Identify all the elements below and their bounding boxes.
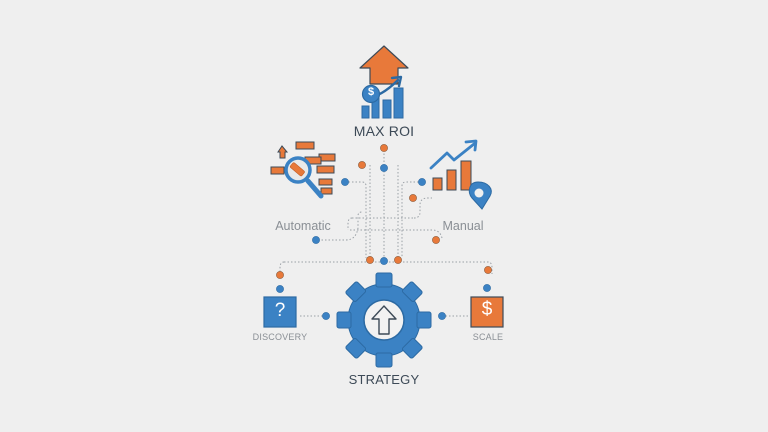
node-label-scale: SCALE: [472, 332, 504, 342]
discovery-box: [263, 296, 297, 328]
node-label-automatic: Automatic: [275, 219, 331, 233]
question-mark-icon: ?: [274, 300, 286, 321]
node-label-strategy: STRATEGY: [348, 372, 420, 387]
node-label-manual: Manual: [442, 219, 484, 233]
bar-chart-location-icon: [429, 139, 492, 210]
connector-lines: [279, 150, 493, 317]
dollar-icon: $: [481, 299, 493, 320]
magnifier-search-icon: [270, 141, 336, 199]
scale-box: [470, 296, 504, 328]
node-label-max-roi: MAX ROI: [353, 123, 415, 139]
roi-coin-dollar-glyph: $: [367, 86, 375, 98]
roi-growth-icon: [359, 45, 409, 119]
connector-dots: [276, 144, 492, 320]
gear-arrow-up-icon: [336, 272, 432, 368]
node-label-discovery: DISCOVERY: [252, 332, 308, 342]
